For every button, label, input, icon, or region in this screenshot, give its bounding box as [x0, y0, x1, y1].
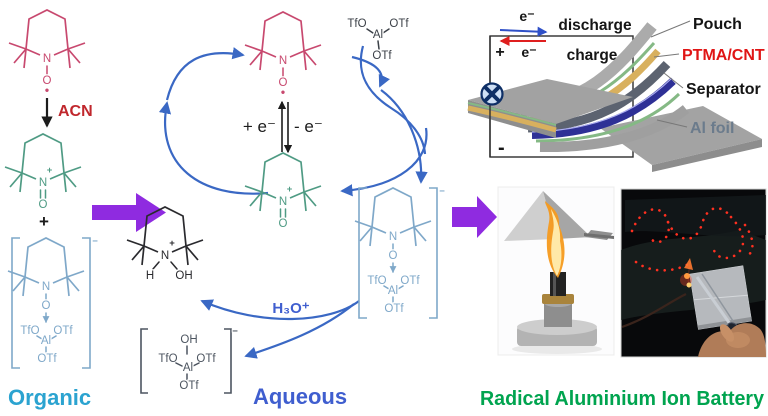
pouch-cell-layers: [467, 22, 762, 172]
hydroxylammonium-structure: + N H OH: [126, 206, 204, 283]
atom-n: N: [43, 53, 51, 65]
organic-section-label: Organic: [8, 385, 91, 410]
battery-section-label: Radical Aluminium Ion Battery: [480, 388, 765, 410]
purple-transition-arrow-left: [92, 193, 166, 232]
svg-text:+: +: [169, 238, 175, 249]
svg-text:Al: Al: [183, 362, 193, 374]
battery-wire: [621, 293, 687, 329]
svg-text:TfO: TfO: [158, 353, 177, 365]
svg-text:Al: Al: [388, 285, 398, 297]
pouch-label: Pouch: [693, 16, 742, 33]
led-cutting-photo: [620, 188, 767, 358]
metal-pyramid: [504, 191, 556, 241]
hydroxy-aluminate-structure: − OH TfO OTf Al OTf: [140, 325, 239, 394]
svg-text:OH: OH: [180, 334, 197, 346]
svg-text:OTf: OTf: [37, 353, 57, 365]
svg-text:O: O: [42, 300, 51, 312]
tempo-radical-structure-organic: N O •: [8, 9, 86, 97]
electron-label-charge: e⁻: [521, 44, 536, 60]
scissors-blade: [695, 276, 732, 325]
svg-text:−: −: [92, 236, 98, 247]
discharge-label: discharge: [558, 17, 632, 34]
svg-text:O: O: [279, 77, 288, 89]
purple-transition-arrow-right: [452, 196, 497, 238]
acn-reaction-arrow: ACN: [41, 98, 93, 128]
separator-label: Separator: [686, 81, 761, 98]
holding-stick: [584, 233, 614, 239]
oxoammonium-structure-organic: + N O: [4, 133, 82, 212]
svg-text:+: +: [287, 184, 293, 195]
svg-text:N: N: [279, 196, 287, 208]
hydronium-label: H₃O⁺: [272, 300, 309, 317]
svg-text:TfO: TfO: [20, 325, 39, 337]
svg-text:OTf: OTf: [400, 275, 420, 287]
atom-o: O: [43, 75, 52, 87]
svg-text:TfO: TfO: [367, 275, 386, 287]
svg-text:N: N: [279, 55, 287, 67]
electron-label-discharge: e⁻: [519, 8, 534, 24]
charge-label: charge: [567, 47, 618, 64]
tempo-aluminate-complex-cycle: − N O TfO OTf Al OTf: [354, 185, 446, 319]
triflate-addition-curve: [359, 45, 427, 155]
svg-text:TfO: TfO: [347, 18, 366, 30]
negative-terminal: -: [498, 137, 505, 159]
positive-terminal: +: [495, 44, 504, 61]
al-foil-label: Al foil: [690, 120, 734, 137]
svg-text:•: •: [281, 85, 285, 99]
tempo-radical-structure-cycle: N O •: [244, 11, 322, 99]
aqueous-section-label: Aqueous: [253, 384, 347, 409]
bulb-icon: [480, 82, 504, 106]
discharge-electron-arrow: [499, 26, 548, 37]
electron-equilibrium: + e⁻ - e⁻: [241, 100, 324, 154]
svg-text:O: O: [279, 218, 288, 230]
radical-dot: •: [45, 83, 49, 97]
oxoammonium-structure-cycle: + N O: [244, 152, 322, 231]
svg-text:OTf: OTf: [372, 50, 392, 62]
svg-text:N: N: [39, 177, 47, 189]
svg-text:OTf: OTf: [389, 18, 409, 30]
pouch-cell-photo: [689, 265, 752, 330]
aluminum-triflate-structure: TfO OTf Al OTf: [346, 17, 411, 64]
svg-text:OTf: OTf: [196, 353, 216, 365]
tempo-aluminate-complex-organic: − N O TfO OTf Al OTf: [7, 235, 99, 369]
svg-text:H: H: [146, 270, 154, 282]
svg-text:OTf: OTf: [179, 380, 199, 392]
battery-schematic: e⁻ discharge + e⁻ charge -: [467, 8, 765, 172]
minus-electron-label: - e⁻: [294, 117, 323, 136]
glowing-led: [684, 258, 693, 270]
plus-electron-label: + e⁻: [243, 117, 276, 136]
ptma-cnt-label: PTMA/CNT: [682, 47, 765, 64]
flame-test-photo: [497, 186, 615, 356]
svg-text:OTf: OTf: [53, 325, 73, 337]
svg-text:O: O: [389, 250, 398, 262]
svg-text:−: −: [232, 326, 238, 337]
svg-text:O: O: [39, 199, 48, 211]
svg-text:OTf: OTf: [384, 303, 404, 315]
acn-label: ACN: [58, 103, 93, 120]
svg-text:N: N: [42, 281, 50, 293]
svg-text:+: +: [47, 165, 53, 176]
svg-text:N: N: [161, 250, 169, 262]
plus-sign: +: [39, 212, 49, 231]
svg-text:Al: Al: [41, 335, 51, 347]
svg-text:OH: OH: [175, 270, 192, 282]
svg-text:Al: Al: [373, 29, 383, 41]
brass-ring: [542, 294, 574, 304]
svg-text:−: −: [439, 186, 445, 197]
svg-text:N: N: [389, 231, 397, 243]
